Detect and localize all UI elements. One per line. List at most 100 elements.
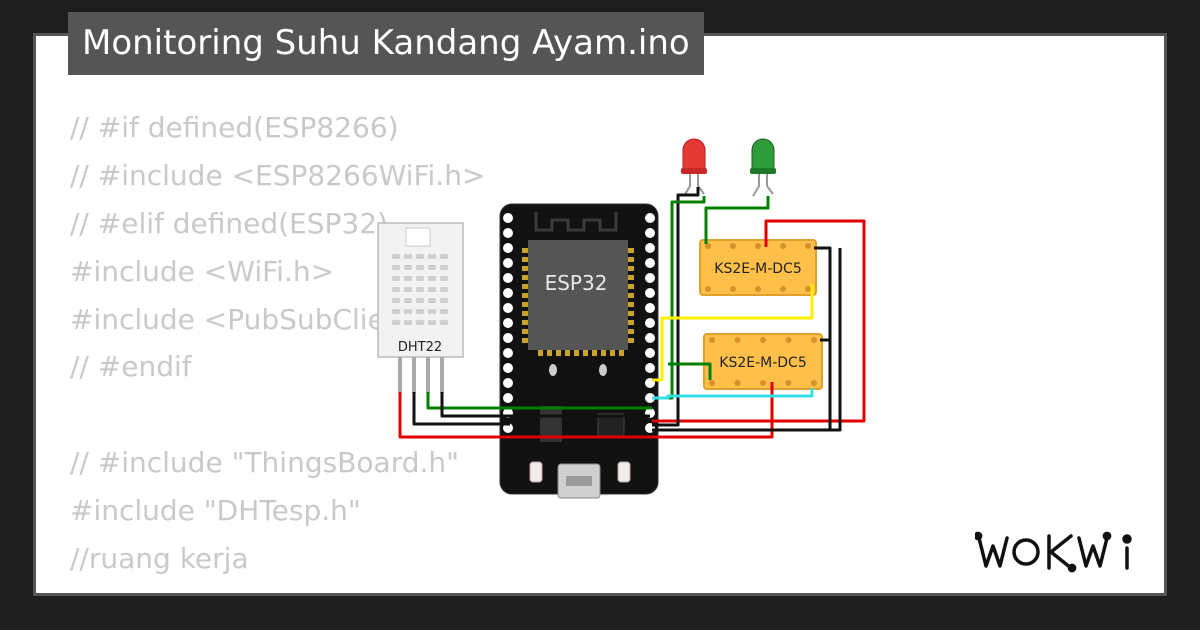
esp32-pin [503, 303, 513, 313]
grille-slot [416, 309, 424, 314]
esp32-pin [503, 258, 513, 268]
esp32-pin [645, 213, 655, 223]
wire-yellow [652, 284, 814, 382]
relay-1[interactable]: KS2E-M-DC5 [699, 239, 817, 296]
esp32-module-pads [522, 248, 634, 356]
relay-pin [755, 243, 761, 249]
esp32-label: ESP32 [545, 271, 608, 295]
esp32-pins-left [503, 213, 513, 433]
grille-slot [440, 287, 448, 292]
relay-pin [780, 286, 786, 292]
grille-slot [392, 309, 400, 314]
code-line: // #if defined(ESP8266) [70, 111, 399, 144]
wire-green [426, 392, 652, 410]
esp32-pin [503, 228, 513, 238]
grille-slot [440, 298, 448, 303]
module-pad [583, 350, 588, 356]
led-red[interactable] [681, 138, 707, 197]
wire-green [668, 362, 712, 380]
module-pad [522, 338, 528, 343]
esp32-pins-right [645, 213, 655, 433]
module-pad [522, 266, 528, 271]
wire-black [828, 248, 842, 432]
boot-button[interactable] [529, 461, 543, 483]
module-pad [628, 284, 634, 289]
grille-slot [416, 265, 424, 270]
grille-slot [428, 287, 436, 292]
relay-pin [760, 380, 766, 386]
module-pad [522, 293, 528, 298]
module-pad [628, 293, 634, 298]
module-pad [522, 248, 528, 253]
grille-slot [440, 254, 448, 259]
module-pad [522, 302, 528, 307]
wire-black [814, 246, 832, 340]
esp32-pin [645, 258, 655, 268]
grille-slot [404, 320, 412, 325]
grille-slot [440, 265, 448, 270]
relay-1-label: KS2E-M-DC5 [714, 261, 801, 277]
grille-slot [392, 254, 400, 259]
relay-2[interactable]: KS2E-M-DC5 [703, 333, 823, 390]
dht22-sensor[interactable]: DHT22 [377, 222, 464, 393]
code-line: //ruang kerja [70, 542, 249, 576]
module-pad [628, 320, 634, 325]
wire-black [652, 338, 832, 432]
module-pad [538, 350, 543, 356]
esp32-pin [503, 318, 513, 328]
esp32-pin [503, 363, 513, 373]
esp32-pin [503, 348, 513, 358]
relay-pin [780, 243, 786, 249]
grille-slot [392, 276, 400, 281]
relay-pin [730, 243, 736, 249]
esp32-pin [645, 348, 655, 358]
module-pad [522, 329, 528, 334]
esp32-pin [645, 228, 655, 238]
usb-port-opening [566, 476, 592, 486]
relay-pin [811, 337, 817, 343]
wokwi-logo[interactable] [975, 528, 1150, 576]
module-pad [619, 350, 624, 356]
relay-pin [805, 243, 811, 249]
module-pad [522, 311, 528, 316]
dht22-mount-hole [405, 227, 431, 247]
wire-black [440, 392, 650, 418]
module-pad [610, 350, 615, 356]
esp32-module [528, 240, 628, 350]
module-pad [628, 338, 634, 343]
antenna-pad [549, 364, 557, 376]
code-line: // #elif defined(ESP32) [70, 206, 388, 240]
dht22-pin [412, 357, 416, 393]
led-green[interactable] [750, 138, 776, 197]
grille-slot [404, 276, 412, 281]
relay-pin [709, 380, 715, 386]
esp32-pin [645, 318, 655, 328]
grille-slot [440, 309, 448, 314]
grille-slot [404, 298, 412, 303]
code-line: #include <WiFi.h> [70, 254, 335, 288]
module-pad [628, 275, 634, 280]
reset-button[interactable] [617, 461, 631, 483]
relay-pin [734, 337, 741, 343]
grille-slot [428, 320, 436, 325]
relay-pin [705, 286, 711, 292]
grille-slot [428, 265, 436, 270]
relay-pin [811, 380, 817, 386]
grille-slot [404, 309, 412, 314]
wire-black [652, 187, 700, 427]
code-line: #include "DHTesp.h" [70, 494, 361, 528]
grille-slot [416, 320, 424, 325]
relay-pin [785, 337, 792, 343]
esp32-pin [503, 378, 513, 388]
grille-slot [416, 254, 424, 259]
module-pad [574, 350, 579, 356]
module-pad [628, 248, 634, 253]
relay-pin [805, 286, 811, 292]
code-line: // #endif [70, 350, 192, 384]
grille-slot [428, 276, 436, 281]
module-pad [522, 284, 528, 289]
esp32-board[interactable]: ESP32 [499, 203, 659, 499]
module-pad [601, 350, 606, 356]
module-pad [547, 350, 552, 356]
module-pad [628, 257, 634, 262]
